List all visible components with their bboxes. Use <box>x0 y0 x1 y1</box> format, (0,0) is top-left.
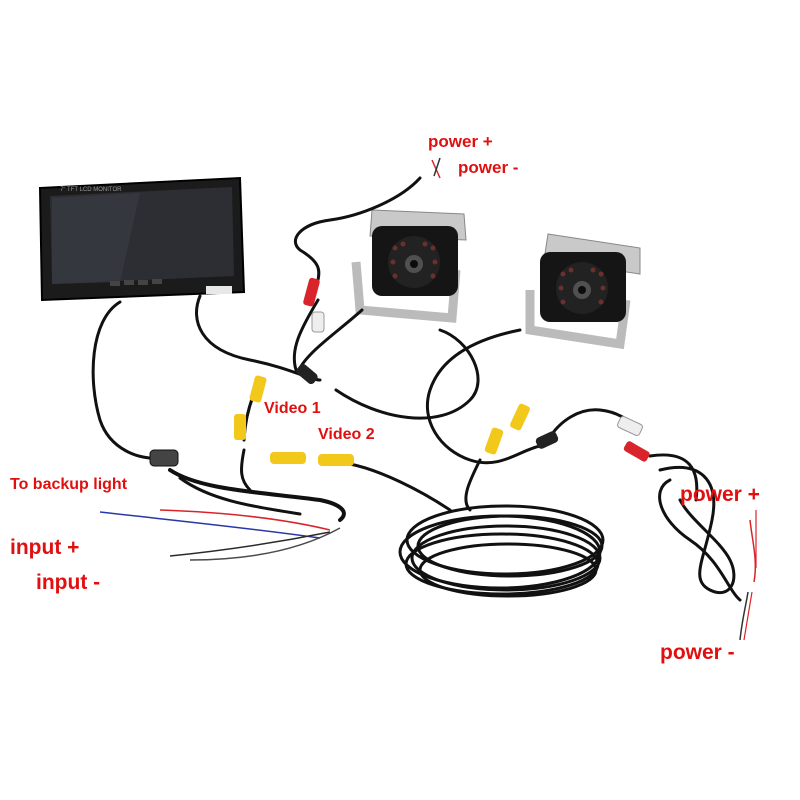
input-plus-label: input + <box>10 536 80 559</box>
thin-wires <box>99 157 757 641</box>
camera2-power-plus-label: power + <box>680 483 760 506</box>
monitor-screen-label: 7" TFT LCD MONITOR <box>60 187 122 193</box>
camera1-power-minus-label: power - <box>458 158 519 177</box>
cables <box>91 176 742 602</box>
video2-label: Video 2 <box>318 426 375 443</box>
backup-light-label: To backup light <box>10 476 128 493</box>
monitor: 7" TFT LCD MONITOR <box>38 176 246 302</box>
camera-2 <box>525 233 641 350</box>
input-minus-label: input - <box>36 571 101 594</box>
rca-connectors <box>149 277 650 467</box>
camera2-power-minus-label: power - <box>660 641 735 664</box>
video1-label: Video 1 <box>264 400 321 417</box>
monitor-buttons <box>110 279 162 286</box>
callout-lines <box>743 510 757 641</box>
camera1-power-plus-label: power + <box>428 132 493 151</box>
camera-1 <box>351 209 467 323</box>
